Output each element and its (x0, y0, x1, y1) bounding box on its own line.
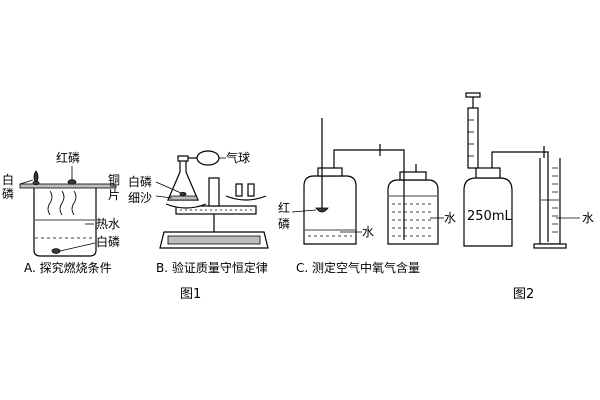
panel-b-balance-apparatus: 气球 白磷 细沙 B. 验证质量守恒定律 (128, 150, 269, 275)
syringe-barrel (467, 107, 479, 169)
white-phosphorus-lump (32, 180, 40, 185)
label-red-phosphorus-c-char1: 红 (278, 200, 290, 215)
leader-fine-sand (155, 195, 173, 199)
fine-sand (167, 195, 199, 201)
flask-stopper (177, 155, 189, 162)
right-water-dash (392, 203, 434, 237)
balance-pointer-column (208, 177, 220, 207)
combustion-spoon-bowl (315, 207, 329, 213)
weight-2 (247, 183, 255, 197)
label-red-phosphorus-a: 红磷 (56, 150, 80, 165)
label-hot-water: 热水 (96, 217, 120, 231)
connector-tube-right (386, 149, 405, 240)
left-bottle-stopper (317, 167, 343, 177)
right-bottle (387, 179, 439, 245)
leader-white-phosphorus-a (19, 179, 34, 185)
label-water-left: 水 (362, 225, 374, 239)
cylinder-base (533, 243, 567, 249)
panel-c-oxygen-apparatus: 红 磷 水 水 C. 测定空气中氧气含量 (278, 118, 456, 275)
label-red-phosphorus-c-char2: 磷 (278, 216, 290, 231)
label-white-phosphorus-a-char2: 磷 (2, 186, 14, 201)
label-water-right: 水 (444, 211, 456, 225)
white-phosphorus-underwater (51, 248, 61, 254)
white-phosphorus-b (179, 191, 187, 196)
label-fig2-volume: 250mL (467, 209, 512, 224)
figure2-label: 图2 (513, 287, 534, 302)
left-bottle (303, 175, 357, 245)
caption-panel-b: B. 验证质量守恒定律 (156, 260, 268, 275)
weight-1 (235, 183, 243, 197)
leader-white-phosphorus-bottom (59, 242, 96, 252)
label-white-phosphorus-a-char1: 白 (2, 172, 14, 187)
right-bottle-stopper (399, 171, 427, 181)
syringe-plunger-handle (465, 92, 481, 98)
connector-tube-left (333, 149, 386, 168)
leader-red-phosphorus-c (291, 209, 317, 213)
label-balloon: 气球 (226, 150, 250, 165)
white-phosphorus-flame (33, 170, 39, 184)
fig2-connector-tube (491, 151, 549, 242)
cylinder-graduations (552, 167, 558, 233)
right-pan (225, 195, 267, 201)
left-pan (165, 203, 207, 209)
label-white-phosphorus-a: 白 (2, 172, 14, 187)
label-fine-sand: 细沙 (128, 191, 152, 205)
label-white-phosphorus-b: 白磷 (128, 174, 152, 189)
fig2-stopper (475, 167, 501, 179)
caption-panel-c: C. 测定空气中氧气含量 (296, 260, 420, 275)
label-fig2-water: 水 (582, 211, 594, 225)
label-copper-char2: 片 (108, 188, 120, 202)
figure1-label: 图1 (180, 287, 201, 302)
balloon (196, 150, 220, 166)
figure2-apparatus: 250mL 水 (463, 92, 594, 249)
beaker-a (33, 188, 97, 257)
steam-wisp-3 (71, 190, 77, 216)
label-white-phosphorus-bottom: 白磷 (96, 234, 120, 249)
steam-wisp-2 (59, 190, 65, 216)
red-phosphorus-lump (67, 179, 77, 185)
steam-wisp-1 (47, 190, 53, 216)
balance-base-stripe (167, 235, 261, 245)
leader-white-phosphorus-b (155, 181, 182, 194)
graduated-cylinder (539, 158, 561, 245)
label-copper-char1: 铜 (108, 172, 120, 187)
panel-a-combustion-apparatus: 红磷 白 磷 铜 片 热水 白磷 A. 探究燃烧条件 (2, 150, 120, 275)
caption-panel-a: A. 探究燃烧条件 (24, 260, 112, 275)
